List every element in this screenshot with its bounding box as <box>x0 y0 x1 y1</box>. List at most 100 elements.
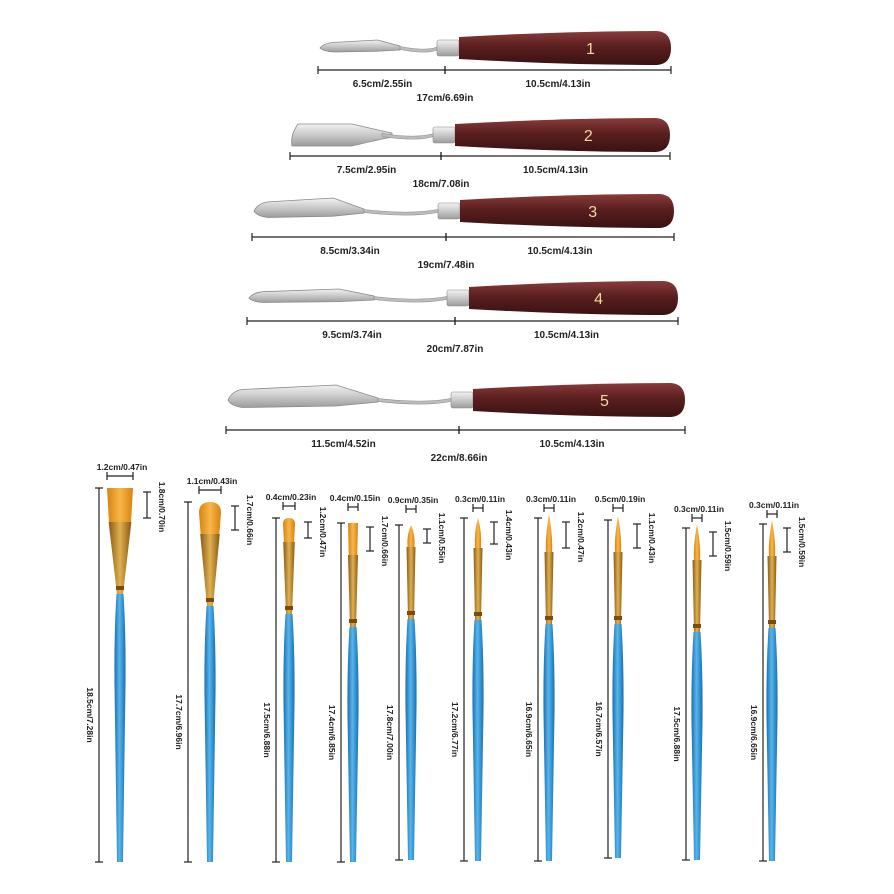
brush-ferrule <box>692 560 702 632</box>
ferrule-crimp <box>768 620 776 624</box>
total-length-label: 22cm/8.66in <box>431 453 488 464</box>
knife-handle <box>459 31 671 65</box>
brush-group: 1.2cm/0.47in1.8cm/0.70in18.5cm/7.28in1.1… <box>85 462 807 863</box>
brush-ferrule <box>348 555 358 627</box>
handle-length-label: 10.5cm/4.13in <box>539 439 604 450</box>
brush-length-label: 16.7cm/6.57in <box>594 701 604 756</box>
brush-bristles <box>283 518 295 542</box>
brush-bristles <box>693 524 701 560</box>
brush-handle <box>114 594 126 862</box>
brush-handle <box>347 627 359 862</box>
knife-handle <box>473 383 685 417</box>
knife-ferrule <box>450 391 474 409</box>
knife-blade <box>248 288 375 303</box>
brush-tip-label: 1.7cm/0.66in <box>245 495 255 546</box>
brush-bristles <box>407 525 415 547</box>
knife-ferrule <box>437 202 461 220</box>
brush-width-label: 0.9cm/0.35in <box>388 495 439 505</box>
brush-tip-label: 1.4cm/0.43in <box>504 510 514 561</box>
brush-bristles <box>768 520 776 556</box>
brush-ferrule <box>283 542 295 614</box>
brush-width-label: 0.3cm/0.11in <box>526 494 576 504</box>
brush-bristles <box>474 518 482 548</box>
knife-number: 5 <box>600 393 609 410</box>
blade-length-label: 7.5cm/2.95in <box>337 165 396 176</box>
brush-bristles <box>107 488 133 522</box>
brush-handle <box>543 624 555 861</box>
brush-10: 0.3cm/0.11in 1.5cm/0.59in 16.9cm/6.65in <box>749 500 807 862</box>
brush-width-label: 0.3cm/0.11in <box>674 504 724 514</box>
brush-ferrule <box>108 522 132 594</box>
brush-ferrule <box>544 552 554 624</box>
ferrule-crimp <box>693 624 701 628</box>
brush-tip-label: 1.5cm/0.59in <box>723 521 733 572</box>
knife-ferrule <box>432 126 456 144</box>
total-length-label: 18cm/7.08in <box>413 179 470 190</box>
ferrule-crimp <box>474 612 482 616</box>
brush-2: 1.1cm/0.43in 1.7cm/0.66in 17.7cm/6.96in <box>174 476 255 863</box>
knife-handle <box>455 118 670 152</box>
knife-number: 4 <box>594 291 603 308</box>
brush-handle <box>472 620 484 861</box>
total-length-label: 17cm/6.69in <box>417 93 474 104</box>
brush-bristles <box>545 514 553 552</box>
knife-ferrule <box>446 289 470 307</box>
ferrule-crimp <box>116 586 124 590</box>
knife-number: 2 <box>584 128 593 145</box>
brush-length-label: 17.5cm/6.88in <box>262 702 272 757</box>
knife-ferrule <box>436 39 460 57</box>
brush-length-label: 17.5cm/6.88in <box>672 706 682 761</box>
brush-5: 0.9cm/0.35in 1.1cm/0.55in 17.8cm/7.00in <box>385 495 447 861</box>
ferrule-crimp <box>614 616 622 620</box>
palette-knife-2: 2 7.5cm/2.95in 10.5cm/4.13in 18cm/7.08in <box>289 118 671 190</box>
brush-width-label: 0.4cm/0.23in <box>266 492 317 502</box>
brush-tip-label: 1.8cm/0.70in <box>157 482 167 533</box>
brush-ferrule <box>613 552 623 624</box>
brush-ferrule <box>200 534 220 606</box>
brush-length-label: 16.9cm/6.65in <box>524 702 534 757</box>
ferrule-crimp <box>349 619 357 623</box>
handle-length-label: 10.5cm/4.13in <box>534 330 599 341</box>
brush-length-label: 17.4cm/6.85in <box>327 705 337 760</box>
brush-length-label: 16.9cm/6.65in <box>749 705 759 760</box>
ferrule-crimp <box>407 611 415 615</box>
brush-ferrule <box>473 548 483 620</box>
knife-number: 3 <box>588 204 597 221</box>
brush-tip-label: 1.7cm/0.66in <box>380 516 390 567</box>
brush-width-label: 0.5cm/0.19in <box>595 494 646 504</box>
brush-tip-label: 1.2cm/0.47in <box>318 507 328 558</box>
handle-length-label: 10.5cm/4.13in <box>523 165 588 176</box>
brush-length-label: 17.7cm/6.96in <box>174 694 184 749</box>
knife-blade <box>319 39 401 53</box>
handle-length-label: 10.5cm/4.13in <box>525 79 590 90</box>
knife-shank <box>377 397 454 405</box>
ferrule-crimp <box>545 616 553 620</box>
blade-length-label: 8.5cm/3.34in <box>320 246 379 257</box>
brush-bristles <box>199 502 221 534</box>
brush-length-label: 17.8cm/7.00in <box>385 705 395 760</box>
brush-width-label: 0.3cm/0.11in <box>749 500 799 510</box>
brush-ferrule <box>406 547 416 619</box>
brush-width-label: 1.1cm/0.43in <box>187 476 238 486</box>
brush-handle <box>612 624 624 858</box>
blade-length-label: 6.5cm/2.55in <box>353 79 412 90</box>
brush-width-label: 1.2cm/0.47in <box>97 462 148 472</box>
brush-bristles <box>614 516 622 552</box>
brush-tip-label: 1.5cm/0.59in <box>797 517 807 568</box>
brush-9: 0.3cm/0.11in 1.5cm/0.59in 17.5cm/6.88in <box>672 504 733 861</box>
knife-blade <box>227 384 379 408</box>
brush-handle <box>405 619 417 860</box>
brush-handle <box>204 606 216 862</box>
brush-tip-label: 1.1cm/0.55in <box>437 513 447 564</box>
knife-shank <box>399 45 440 53</box>
blade-length-label: 9.5cm/3.74in <box>322 330 381 341</box>
knife-handle <box>469 281 678 315</box>
ferrule-crimp <box>206 598 214 602</box>
